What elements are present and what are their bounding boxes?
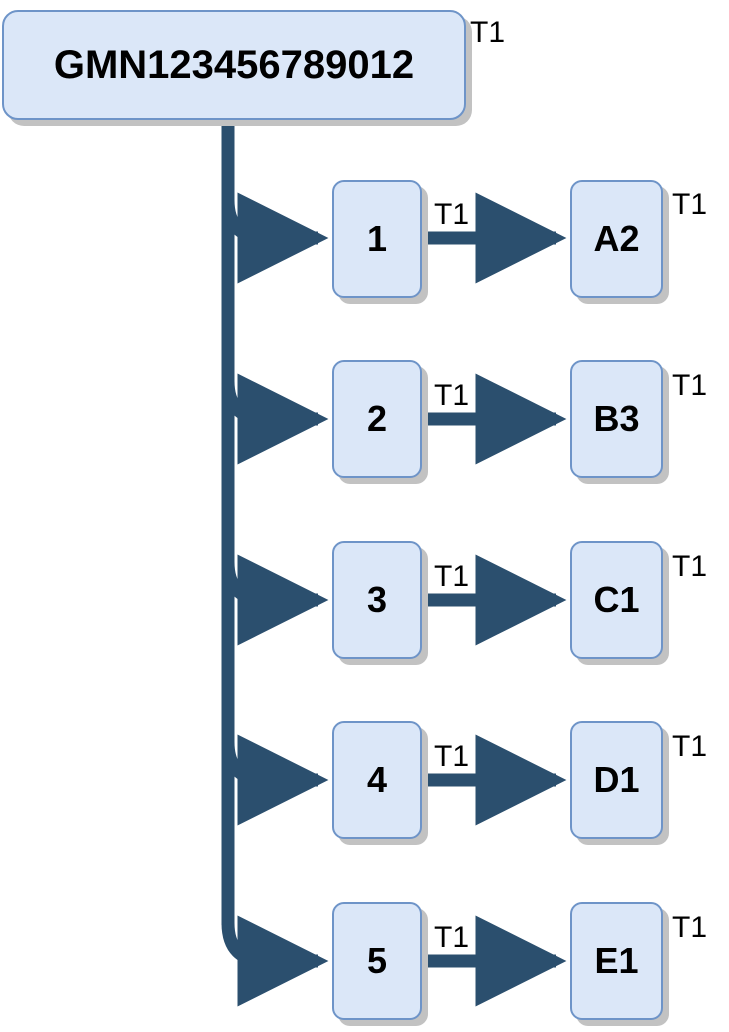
node-mid-5-label: 5 [366, 940, 388, 981]
edge-tag-4: T1 [434, 740, 470, 773]
node-right-5-tag: T1 [672, 911, 708, 944]
node-root[interactable]: GMN123456789012 [2, 10, 466, 120]
node-mid-4-label: 4 [366, 759, 388, 800]
node-right-2-label: B3 [593, 398, 640, 439]
branch-connector-3 [221, 554, 329, 646]
branch-connector-5 [221, 915, 329, 1007]
branch-connector-1 [221, 192, 329, 284]
node-mid-1[interactable]: 1 [332, 180, 422, 298]
node-right-3[interactable]: C1 [570, 541, 663, 659]
node-right-3-tag: T1 [672, 550, 708, 583]
node-right-5[interactable]: E1 [570, 902, 663, 1020]
edge-tag-5: T1 [434, 921, 470, 954]
node-mid-3-label: 3 [366, 579, 388, 620]
node-mid-2[interactable]: 2 [332, 360, 422, 478]
node-right-1-label: A2 [593, 218, 640, 259]
edge-tag-2: T1 [434, 379, 470, 412]
node-right-3-label: C1 [593, 579, 640, 620]
edge-tag-1: T1 [434, 198, 470, 231]
node-right-2[interactable]: B3 [570, 360, 663, 478]
node-mid-3[interactable]: 3 [332, 541, 422, 659]
node-root-tag: T1 [470, 16, 506, 49]
edge-tag-3: T1 [434, 560, 470, 593]
node-mid-2-label: 2 [366, 398, 388, 439]
branch-connector-2 [221, 373, 329, 465]
node-mid-1-label: 1 [366, 218, 388, 259]
node-mid-4[interactable]: 4 [332, 721, 422, 839]
node-right-4-tag: T1 [672, 730, 708, 763]
node-right-4[interactable]: D1 [570, 721, 663, 839]
node-root-label: GMN123456789012 [53, 42, 415, 87]
node-right-1[interactable]: A2 [570, 180, 663, 298]
node-mid-5[interactable]: 5 [332, 902, 422, 1020]
node-right-5-label: E1 [594, 940, 639, 981]
node-right-4-label: D1 [593, 759, 640, 800]
branch-connector-4 [221, 734, 329, 826]
node-right-2-tag: T1 [672, 369, 708, 402]
node-right-1-tag: T1 [672, 188, 708, 221]
